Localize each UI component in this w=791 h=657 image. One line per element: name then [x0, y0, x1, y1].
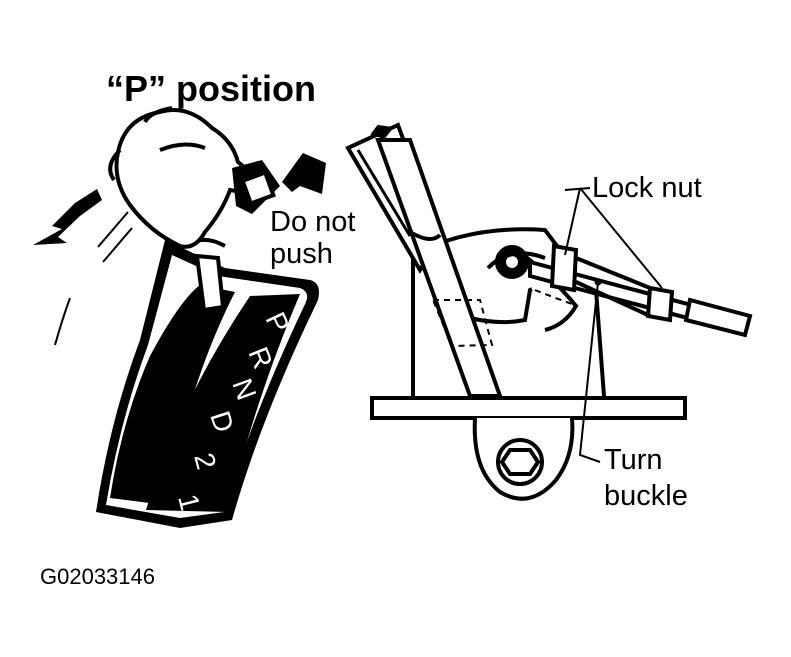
figure-code: G02033146 — [40, 564, 155, 589]
linkage-assembly — [345, 122, 753, 501]
motion-lines — [54, 211, 133, 346]
do-not-push-label-line2: push — [270, 238, 333, 270]
turn-buckle-label-line1: Turn — [604, 444, 663, 476]
shift-gate: P R N D 2 1 — [96, 240, 319, 528]
shift-lever — [178, 238, 226, 313]
gear-2: 2 — [188, 450, 222, 473]
do-not-push-arrow — [282, 153, 326, 194]
gear-1: 1 — [172, 491, 206, 514]
turn-buckle-label-line2: buckle — [604, 480, 688, 512]
page-title: “P” position — [106, 68, 316, 109]
lock-nut-label: Lock nut — [592, 172, 702, 204]
do-not-push-label-line1: Do not — [270, 206, 356, 238]
knob-button-icon — [232, 160, 280, 214]
pull-arrow — [33, 189, 102, 245]
hand-icon — [108, 106, 253, 249]
